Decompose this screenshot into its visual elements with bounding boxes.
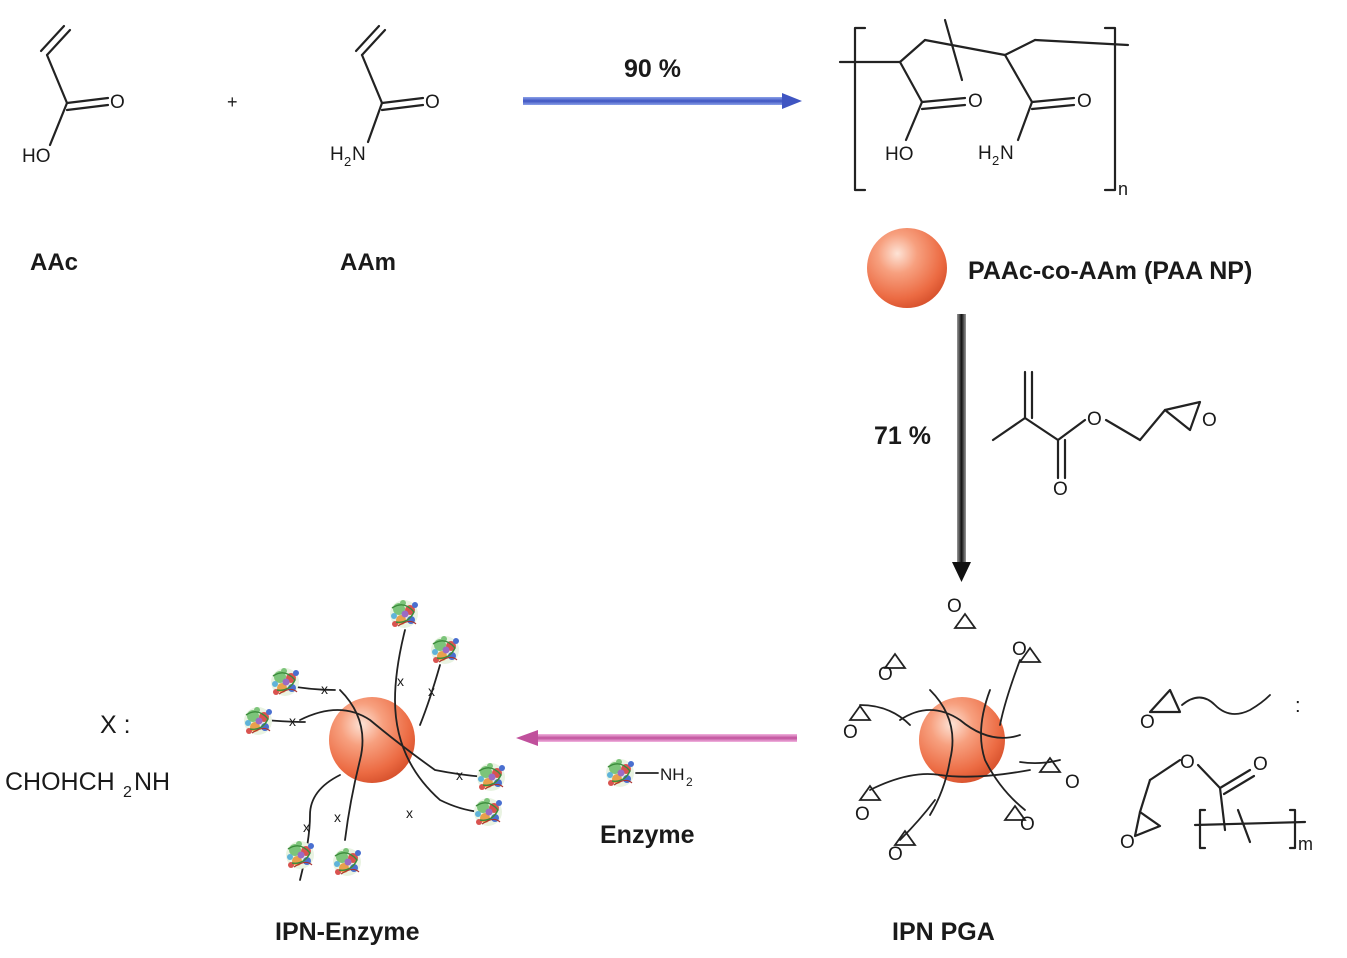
paa-np-sphere bbox=[867, 228, 947, 308]
epoxide-o-5: O bbox=[1065, 772, 1080, 793]
polymer-amide-sub: 2 bbox=[992, 153, 999, 168]
linker-x-1: x bbox=[321, 681, 328, 697]
polymer-amide-n: N bbox=[1000, 143, 1014, 164]
ipn-enzyme-label: IPN-Enzyme bbox=[275, 918, 420, 946]
linker-x-2: x bbox=[289, 713, 296, 729]
linker-x-5: x bbox=[456, 767, 463, 783]
x-definition-part-b: NH bbox=[134, 768, 170, 796]
legend-repeat-m: m bbox=[1298, 834, 1313, 854]
pgma-legend: O : O O O m bbox=[1120, 688, 1313, 854]
step3-arrow bbox=[516, 730, 797, 746]
epoxide-o-4: O bbox=[843, 722, 858, 743]
aac-o-label: O bbox=[110, 92, 125, 113]
step1-arrow bbox=[523, 93, 802, 109]
ipn-pga-structure: O O O O O O O O bbox=[843, 596, 1080, 865]
step2-arrow bbox=[952, 314, 971, 582]
legend-epoxide-o2: O bbox=[1120, 832, 1135, 853]
enzyme-4 bbox=[243, 706, 273, 736]
aac-structure: O HO bbox=[22, 24, 125, 167]
epoxide-o-8: O bbox=[888, 844, 903, 865]
epoxide-o-6: O bbox=[855, 804, 870, 825]
polymer-acid-o: O bbox=[968, 91, 983, 112]
x-definition-line2: CHOHCH 2 NH bbox=[5, 768, 170, 801]
aac-label: AAc bbox=[30, 249, 78, 276]
enzyme-5 bbox=[476, 762, 506, 792]
x-definition-line1: X : bbox=[100, 711, 131, 739]
aam-o-label: O bbox=[425, 92, 440, 113]
polymer-acid-ho: HO bbox=[885, 144, 914, 165]
enzyme-reagent-icon bbox=[605, 758, 635, 788]
polymer-amide-o: O bbox=[1077, 91, 1092, 112]
enzyme-2 bbox=[430, 635, 460, 665]
polymer-structure: O HO O H 2 N n bbox=[838, 18, 1130, 199]
legend-ester-o: O bbox=[1180, 752, 1195, 773]
enzyme-6 bbox=[473, 797, 503, 827]
ipn-enzyme-sphere bbox=[329, 697, 415, 783]
linker-x-4: x bbox=[428, 683, 435, 699]
enzyme-8 bbox=[332, 847, 362, 877]
step2-yield: 71 % bbox=[874, 422, 931, 450]
x-definition-sub: 2 bbox=[123, 784, 132, 801]
epoxide-o-1: O bbox=[878, 664, 893, 685]
linker-x-3: x bbox=[397, 673, 404, 689]
legend-epoxide-o: O bbox=[1140, 712, 1155, 733]
enzyme-amine-sub: 2 bbox=[686, 775, 693, 789]
linker-x-6: x bbox=[406, 805, 413, 821]
aam-n-label: N bbox=[352, 144, 366, 165]
epoxide-o-3: O bbox=[1012, 639, 1027, 660]
legend-carbonyl-o: O bbox=[1253, 754, 1268, 775]
aac-ho-label: HO bbox=[22, 146, 51, 167]
enzyme-7 bbox=[285, 840, 315, 870]
gma-ester-o: O bbox=[1087, 409, 1102, 430]
ipn-pga-label: IPN PGA bbox=[892, 918, 995, 946]
aam-label: AAm bbox=[340, 249, 396, 276]
epoxide-o-2: O bbox=[947, 596, 962, 617]
legend-colon: : bbox=[1295, 695, 1301, 717]
plus-sign: + bbox=[227, 92, 238, 112]
gma-carbonyl-o: O bbox=[1053, 479, 1068, 500]
enzyme-1 bbox=[389, 599, 419, 629]
polymer-repeat-n: n bbox=[1118, 179, 1128, 199]
aam-h-label: H bbox=[330, 144, 344, 165]
ipn-enzyme-structure: x x x x x x x x bbox=[243, 599, 506, 881]
enzyme-3 bbox=[270, 667, 300, 697]
enzyme-amine: NH bbox=[660, 765, 685, 784]
linker-x-7: x bbox=[334, 809, 341, 825]
aam-h-subscript: 2 bbox=[344, 154, 351, 169]
step1-yield: 90 % bbox=[624, 55, 681, 83]
aam-structure: O H 2 N bbox=[330, 24, 440, 169]
polymer-amide-h: H bbox=[978, 143, 992, 164]
ipn-pga-sphere bbox=[919, 697, 1005, 783]
epoxide-o-7: O bbox=[1020, 814, 1035, 835]
polymer-label: PAAc-co-AAm (PAA NP) bbox=[968, 257, 1252, 285]
enzyme-reagent: NH 2 bbox=[605, 758, 693, 789]
linker-x-8: x bbox=[303, 819, 310, 835]
gma-epoxide-o: O bbox=[1202, 410, 1217, 431]
x-definition-part-a: CHOHCH bbox=[5, 768, 115, 796]
enzyme-reagent-label: Enzyme bbox=[600, 821, 695, 849]
gma-structure: O O O bbox=[991, 370, 1217, 500]
